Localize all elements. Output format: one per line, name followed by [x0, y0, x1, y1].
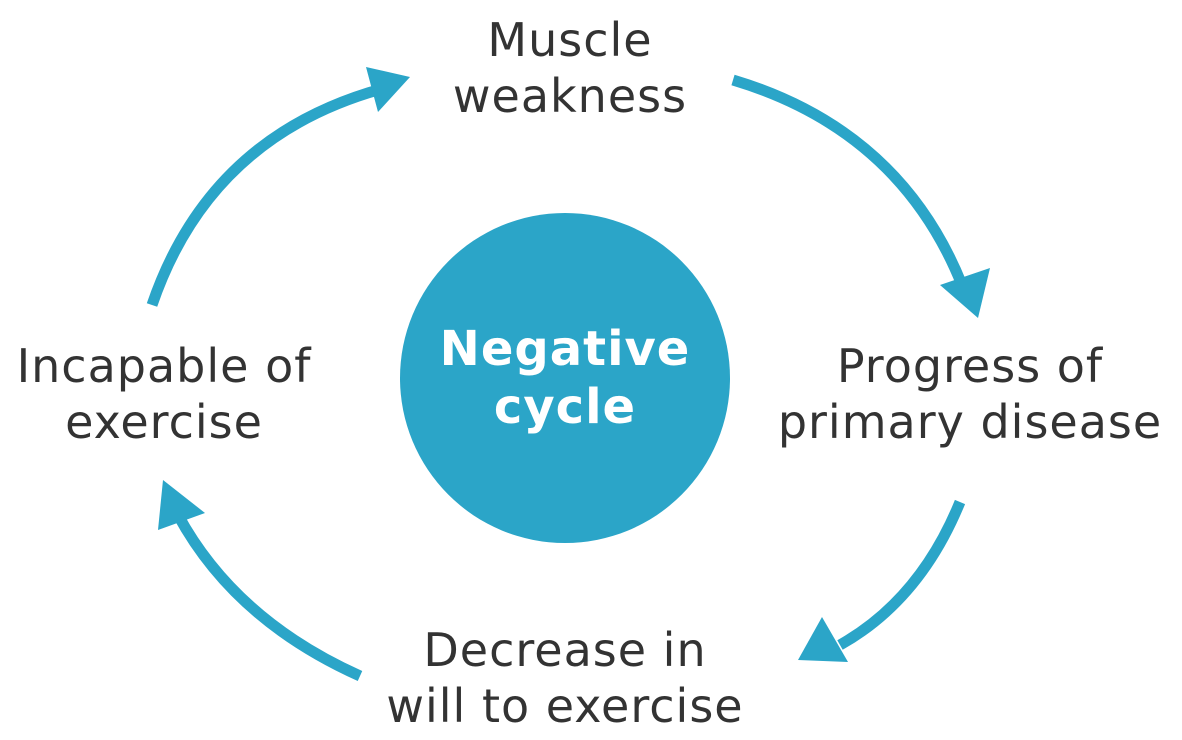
center-label-line2: cycle	[493, 379, 637, 435]
arrow-weakness-to-disease	[731, 74, 990, 318]
node-decrease-line1: Decrease in	[423, 623, 707, 677]
arrow-will-to-incapable	[158, 480, 363, 682]
node-progress-line2: primary disease	[777, 395, 1163, 449]
center-label-line1: Negative	[439, 321, 691, 377]
node-muscle-weakness-line2: weakness	[452, 69, 688, 123]
node-incapable-line2: exercise	[65, 395, 263, 449]
center-circle: Negative cycle	[400, 213, 730, 543]
node-progress-of-primary-disease: Progress of primary disease	[760, 338, 1180, 450]
node-progress-line1: Progress of	[836, 339, 1104, 393]
node-decrease-in-will: Decrease in will to exercise	[360, 622, 770, 734]
node-muscle-weakness-line1: Muscle	[487, 13, 653, 67]
arrow-incapable-to-weakness	[146, 67, 410, 307]
node-decrease-line2: will to exercise	[386, 679, 744, 733]
node-muscle-weakness: Muscle weakness	[420, 12, 720, 124]
node-incapable-line1: Incapable of	[16, 339, 312, 393]
arrow-disease-to-will	[798, 499, 966, 662]
node-incapable-of-exercise: Incapable of exercise	[0, 338, 328, 450]
